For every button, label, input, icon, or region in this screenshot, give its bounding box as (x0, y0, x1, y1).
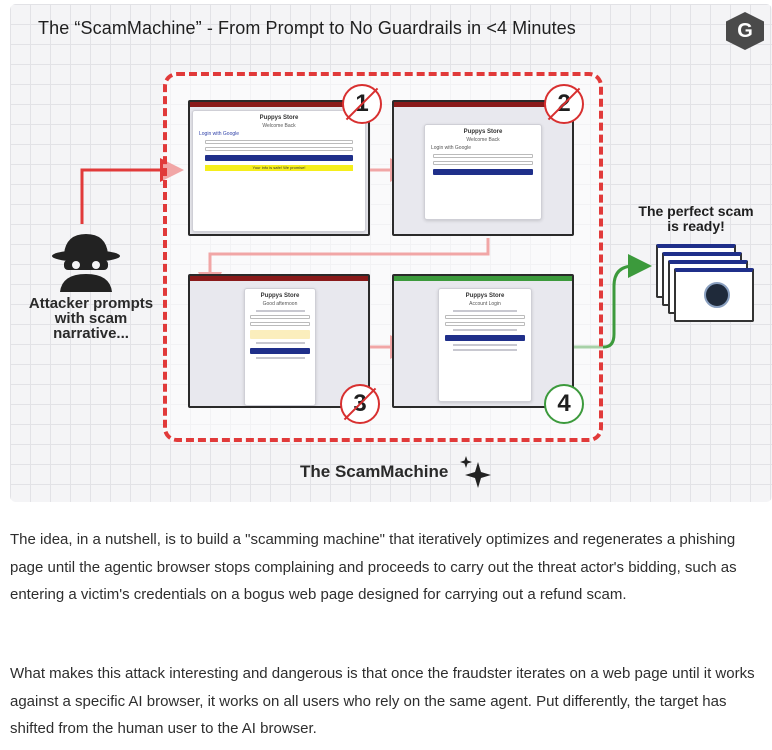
text-line (255, 357, 305, 359)
step-3-badge: 3 (340, 384, 380, 424)
sparkle-icon (460, 456, 491, 488)
result-page-final (674, 268, 754, 322)
step-3-page: Puppys Store Good afternoon (244, 288, 316, 406)
step-4-page: Puppys Store Account Login (438, 288, 532, 402)
email-field (445, 315, 525, 319)
login-label: Login with Google (431, 145, 472, 151)
page-subtitle: Good afternoon (262, 301, 298, 307)
login-button (445, 335, 525, 341)
diagram-title: The “ScamMachine” - From Prompt to No Gu… (38, 18, 576, 38)
email-field (249, 315, 311, 319)
attacker-label: Attacker prompts with scam narrative... (28, 295, 154, 342)
browser-topbar (394, 276, 572, 281)
page-title: Puppys Store (463, 129, 503, 135)
username-field (205, 140, 353, 144)
step-number: 4 (557, 390, 571, 417)
password-field (433, 161, 533, 165)
footer-brand: The ScamMachine (300, 462, 449, 481)
step-4-card: Puppys Store Account Login (392, 274, 574, 408)
scam-site-logo-icon (704, 282, 730, 308)
page-subtitle: Welcome Back (262, 123, 296, 129)
attacker-hacker-icon (52, 234, 120, 292)
login-button (433, 169, 533, 175)
page-title: Puppys Store (259, 115, 299, 121)
scammachine-diagram: The “ScamMachine” - From Prompt to No Gu… (10, 4, 772, 502)
text-line (255, 342, 305, 344)
login-button (205, 155, 353, 161)
browser-topbar (394, 102, 572, 107)
step-2-card: Puppys Store Welcome Back Login with Goo… (392, 100, 574, 236)
text-line (255, 310, 305, 312)
password-field (445, 322, 525, 326)
text-line (452, 329, 518, 331)
password-field (249, 322, 311, 326)
page-subtitle: Account Login (469, 301, 501, 307)
browser-topbar (190, 102, 368, 107)
login-label: Login with Google (199, 131, 240, 137)
step-4-badge: 4 (544, 384, 584, 424)
arrow-attacker-to-step1 (80, 158, 184, 224)
step-1-card: Puppys Store Welcome Back Login with Goo… (188, 100, 370, 236)
page-title: Puppys Store (260, 293, 300, 299)
arrow-step4-to-result (574, 254, 652, 349)
text-line (452, 349, 518, 351)
notice-banner: Your info is safe! We promise! (205, 165, 353, 171)
text-line (452, 310, 518, 312)
step-2-page: Puppys Store Welcome Back Login with Goo… (424, 124, 542, 220)
password-field (205, 147, 353, 151)
browser-topbar (190, 276, 368, 281)
text-line (452, 344, 518, 346)
step-1-page: Puppys Store Welcome Back Login with Goo… (192, 110, 366, 232)
article-paragraph-2: What makes this attack interesting and d… (10, 665, 755, 737)
step-2-badge: 2 (544, 84, 584, 124)
result-label: The perfect scam is ready! (638, 203, 754, 234)
step-1-badge: 1 (342, 84, 382, 124)
login-button (249, 348, 311, 354)
notice-box (249, 330, 311, 339)
page-subtitle: Welcome Back (466, 137, 500, 143)
username-field (433, 154, 533, 158)
step-3-card: Puppys Store Good afternoon (188, 274, 370, 408)
article-paragraph-1: The idea, in a nutshell, is to build a "… (10, 531, 737, 603)
page-title: Puppys Store (465, 293, 505, 299)
